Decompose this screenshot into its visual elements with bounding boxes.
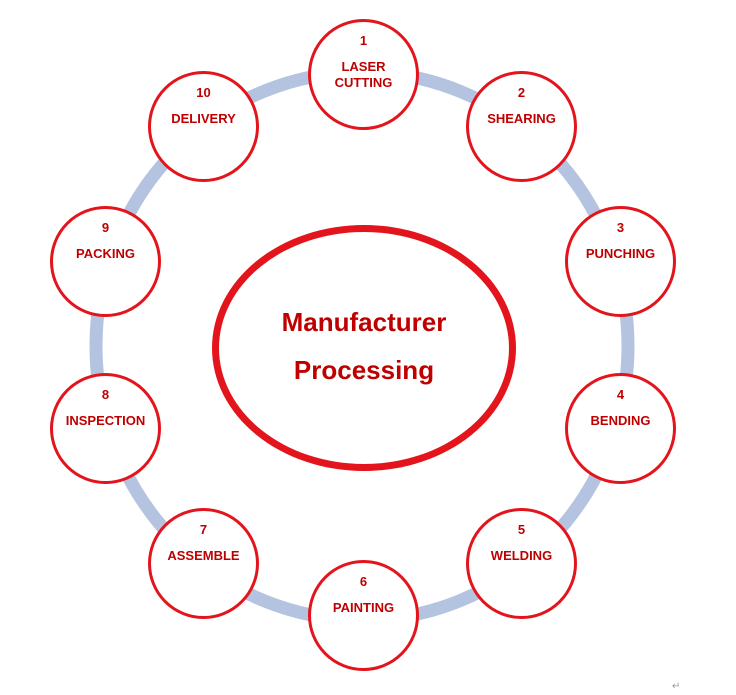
step-label: WELDING — [490, 548, 553, 563]
step-number: 9 — [101, 220, 110, 235]
step-node-packing: 9 PACKING — [50, 206, 161, 317]
center-title-line2: Processing — [293, 355, 435, 385]
step-number: 2 — [517, 85, 526, 100]
step-number: 1 — [359, 33, 368, 48]
step-node-delivery: 10 DELIVERY — [148, 71, 259, 182]
center-title: Manufacturer Processing — [212, 298, 516, 394]
step-label-line2: CUTTING — [334, 75, 393, 90]
paragraph-return-mark: ↵ — [672, 681, 681, 692]
step-number: 7 — [199, 522, 208, 537]
step-node-welding: 5 WELDING — [466, 508, 577, 619]
step-node-shearing: 2 SHEARING — [466, 71, 577, 182]
step-label: PUNCHING — [585, 246, 656, 261]
step-node-inspection: 8 INSPECTION — [50, 373, 161, 484]
step-node-laser-cutting: 1 LASER CUTTING — [308, 19, 419, 130]
step-label: DELIVERY — [171, 111, 236, 126]
center-title-line1: Manufacturer — [281, 307, 447, 337]
step-node-painting: 6 PAINTING — [308, 560, 419, 671]
step-node-punching: 3 PUNCHING — [565, 206, 676, 317]
step-number: 10 — [196, 85, 211, 100]
step-label: SHEARING — [487, 111, 556, 126]
step-number: 5 — [517, 522, 526, 537]
step-node-bending: 4 BENDING — [565, 373, 676, 484]
step-number: 4 — [616, 387, 625, 402]
step-number: 3 — [616, 220, 625, 235]
step-number: 8 — [101, 387, 110, 402]
step-label: PAINTING — [332, 600, 395, 615]
step-label: LASER — [341, 59, 386, 74]
step-label: PACKING — [76, 246, 135, 261]
step-label: BENDING — [590, 413, 651, 428]
step-label: INSPECTION — [65, 413, 146, 428]
step-label: ASSEMBLE — [167, 548, 240, 563]
step-node-assemble: 7 ASSEMBLE — [148, 508, 259, 619]
center-ellipse — [212, 225, 516, 471]
step-number: 6 — [359, 574, 368, 589]
